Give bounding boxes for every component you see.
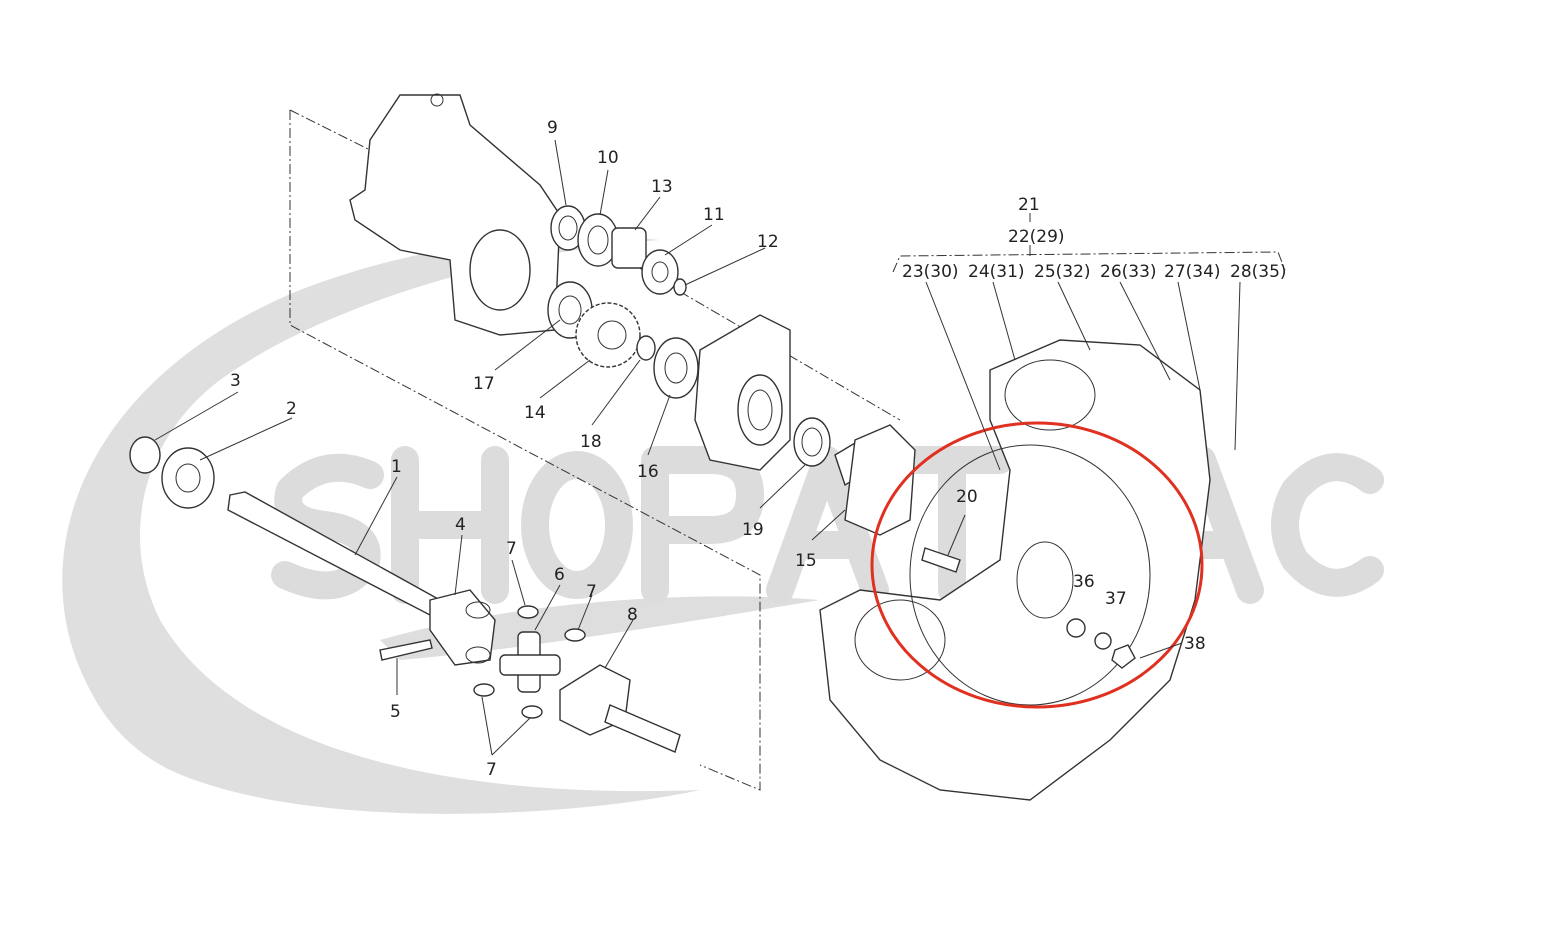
leader-lines — [154, 139, 1241, 756]
label-23: 23(30) — [902, 262, 959, 282]
label-18: 18 — [580, 432, 602, 452]
label-25: 25(32) — [1034, 262, 1091, 282]
label-26: 26(33) — [1100, 262, 1157, 282]
part-labels: 1 2 3 4 5 6 7 7 7 8 9 10 11 12 13 14 15 … — [230, 118, 1287, 780]
label-37: 37 — [1105, 589, 1127, 609]
label-28: 28(35) — [1230, 262, 1287, 282]
label-21: 21 — [1018, 195, 1040, 215]
shaft-ujoint — [227, 491, 961, 753]
label-12: 12 — [757, 232, 779, 252]
label-17: 17 — [473, 374, 495, 394]
label-8: 8 — [627, 605, 638, 625]
assembly-frame — [289, 109, 901, 791]
group-bracket — [892, 251, 1286, 273]
bearings — [129, 205, 916, 536]
label-22: 22(29) — [1008, 227, 1065, 247]
gear-housing — [349, 93, 561, 336]
label-6: 6 — [554, 565, 565, 585]
label-5: 5 — [390, 702, 401, 722]
label-38: 38 — [1184, 634, 1206, 654]
label-2: 2 — [286, 399, 297, 419]
label-7: 7 — [486, 760, 497, 780]
highlight-circle — [870, 421, 1204, 709]
label-16: 16 — [637, 462, 659, 482]
label-27: 27(34) — [1164, 262, 1221, 282]
label-1: 1 — [391, 457, 402, 477]
label-9: 9 — [547, 118, 558, 138]
label-36: 36 — [1073, 572, 1095, 592]
label-11: 11 — [703, 205, 725, 225]
label-19: 19 — [742, 520, 764, 540]
label-15: 15 — [795, 551, 817, 571]
label-7: 7 — [586, 582, 597, 602]
label-3: 3 — [230, 371, 241, 391]
label-13: 13 — [651, 177, 673, 197]
label-7: 7 — [506, 539, 517, 559]
label-24: 24(31) — [968, 262, 1025, 282]
label-14: 14 — [524, 403, 546, 423]
label-20: 20 — [956, 487, 978, 507]
label-10: 10 — [597, 148, 619, 168]
label-4: 4 — [455, 515, 466, 535]
